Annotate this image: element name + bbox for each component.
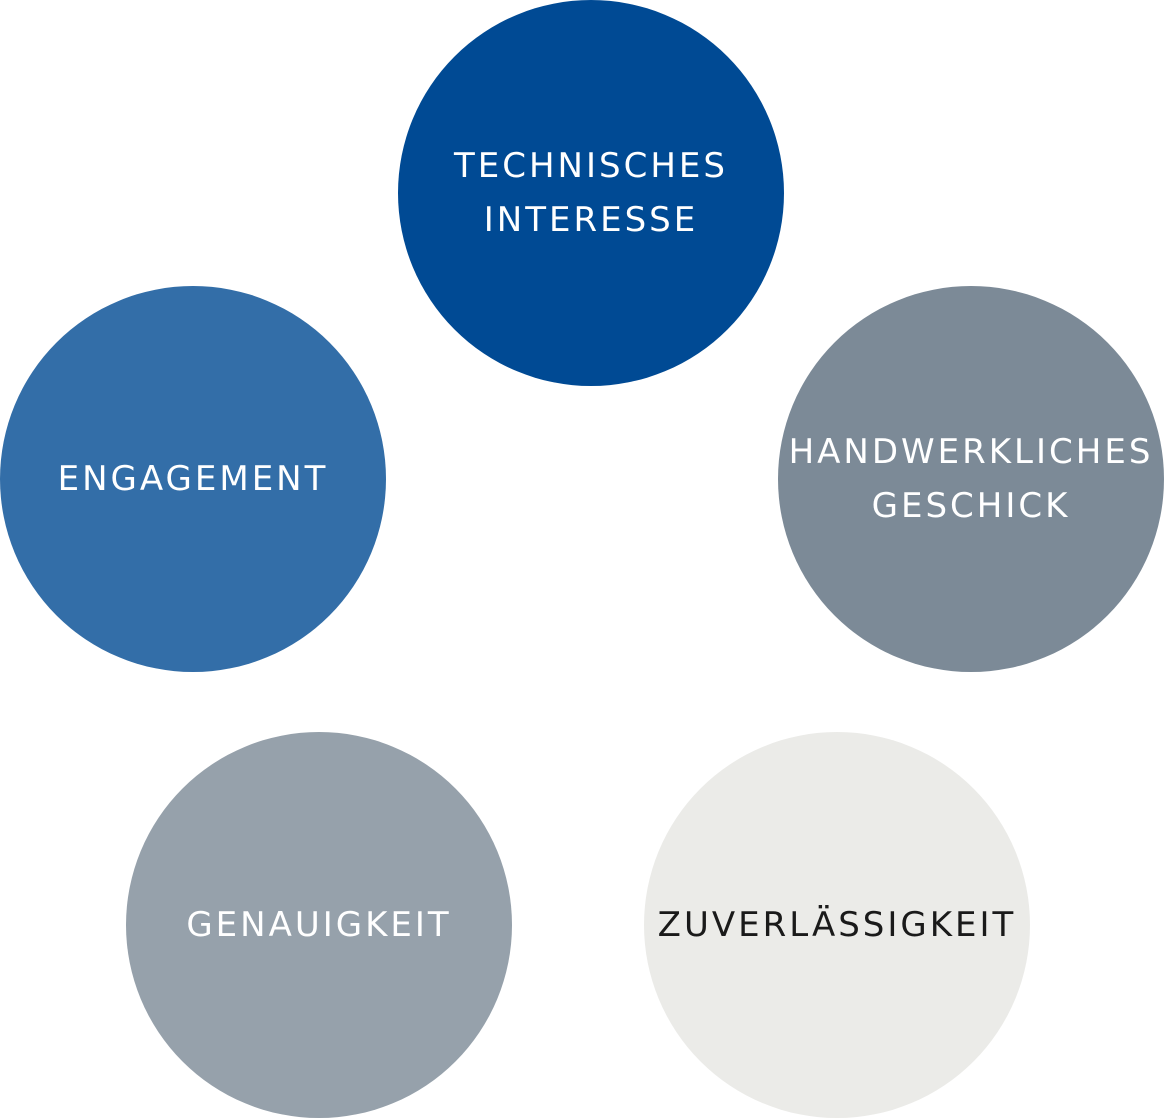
circle-technisches-interesse: TECHNISCHES INTERESSE	[398, 0, 784, 386]
circle-genauigkeit: GENAUIGKEIT	[126, 732, 512, 1118]
circle-label-line: GESCHICK	[871, 486, 1071, 526]
circle-label-line: ENGAGEMENT	[57, 459, 329, 499]
circle-label-line: ZUVERLÄSSIGKEIT	[657, 905, 1017, 945]
circle-label-line: HANDWERKLICHES	[788, 432, 1154, 472]
circle-engagement: ENGAGEMENT	[0, 286, 386, 672]
circle-label-line: GENAUIGKEIT	[186, 905, 452, 945]
circle-label-line: INTERESSE	[483, 200, 699, 240]
circle-zuverlaessigkeit: ZUVERLÄSSIGKEIT	[644, 732, 1030, 1118]
circle-label-line: TECHNISCHES	[454, 146, 728, 186]
circle-handwerkliches-geschick: HANDWERKLICHES GESCHICK	[778, 286, 1164, 672]
